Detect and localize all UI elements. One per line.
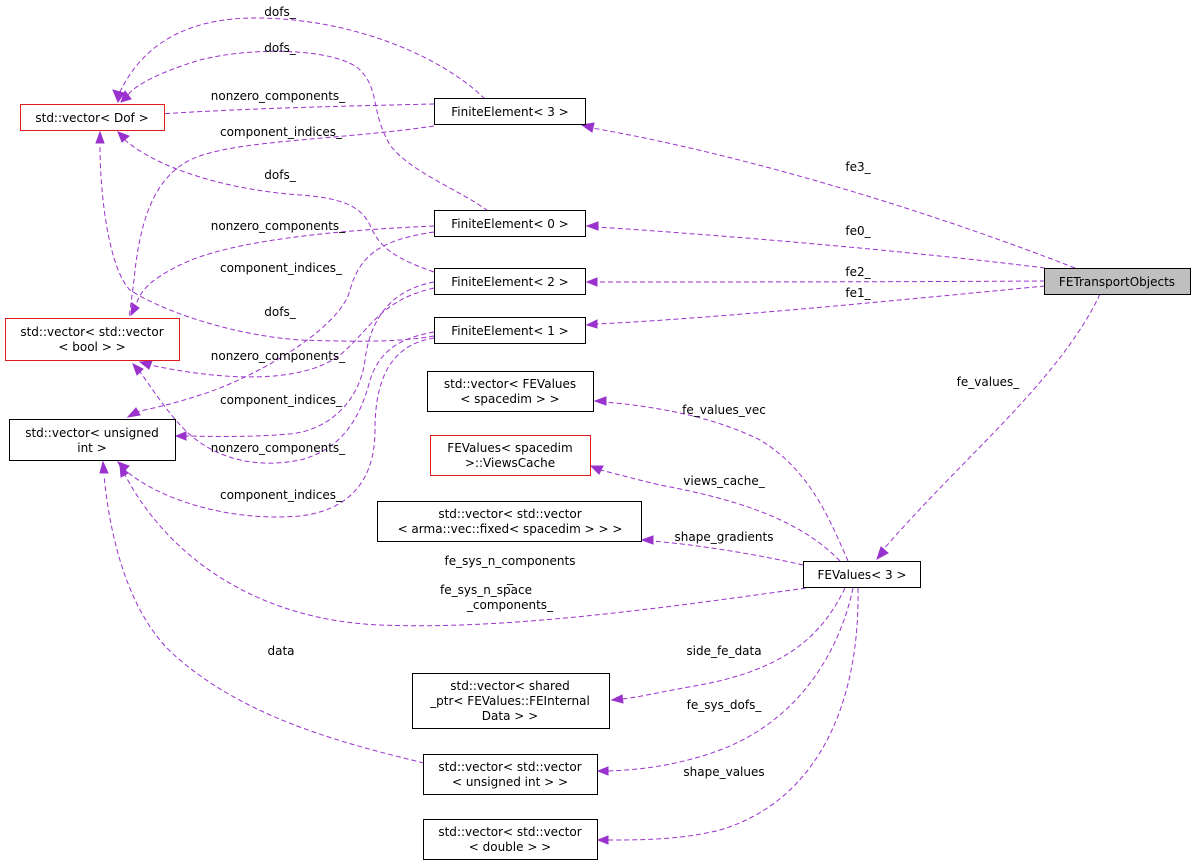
svg-text:int >: int > [77,441,107,455]
svg-text:FiniteElement< 1 >: FiniteElement< 1 > [451,324,568,338]
svg-text:std::vector< std::vector: std::vector< std::vector [438,507,581,521]
svg-text:< spacedim > >: < spacedim > > [460,392,559,406]
svg-text:< unsigned int > >: < unsigned int > > [452,775,568,789]
node-std-vector-fevalues[interactable]: std::vector< FEValues < spacedim > > [427,371,594,412]
node-std-vector-dof[interactable]: std::vector< Dof > [20,104,165,131]
svg-text:_ptr< FEValues::FEInternal: _ptr< FEValues::FEInternal [429,694,590,708]
node-std-vector-shared-ptr[interactable]: std::vector< shared _ptr< FEValues::FEIn… [412,673,610,729]
svg-text:fe1_: fe1_ [845,286,871,300]
node-std-vector-arma-vec[interactable]: std::vector< std::vector < arma::vec::fi… [377,501,642,542]
svg-text:dofs_: dofs_ [264,305,296,319]
node-finite-element-0[interactable]: FiniteElement< 0 > [434,210,586,237]
node-std-vector-vector-double[interactable]: std::vector< std::vector < double > > [423,819,598,860]
edge-fe2: fe2_ [585,265,1046,287]
svg-text:fe_sys_n_space: fe_sys_n_space [440,583,532,597]
svg-text:std::vector< FEValues: std::vector< FEValues [444,377,576,391]
svg-text:shape_values: shape_values [683,765,764,779]
edge-fe1-dofs: dofs_ [95,130,435,342]
svg-text:side_fe_data: side_fe_data [686,644,761,658]
edge-fe0-nonzero: nonzero_components_ [130,219,435,317]
svg-text:fe0_: fe0_ [845,224,871,238]
edge-fe2-component: component_indices_ [174,281,435,441]
node-std-vector-unsigned-int[interactable]: std::vector< unsigned int > [9,419,176,461]
svg-text:fe2_: fe2_ [845,265,871,279]
svg-text:FEValues< spacedim: FEValues< spacedim [447,441,572,455]
svg-text:shape_gradients: shape_gradients [674,530,773,544]
edge-fe-values-vec: fe_values_vec [593,396,849,562]
svg-text:data: data [267,644,294,658]
edge-shape-gradients: shape_gradients [640,530,804,566]
svg-text:nonzero_components_: nonzero_components_ [211,89,346,103]
svg-text:std::vector< Dof >: std::vector< Dof > [35,111,148,125]
edge-fe3: fe3_ [580,122,1076,269]
svg-text:std::vector< shared: std::vector< shared [450,679,569,693]
svg-text:dofs_: dofs_ [264,5,296,19]
svg-text:component_indices_: component_indices_ [220,393,343,407]
svg-text:nonzero_components_: nonzero_components_ [211,441,346,455]
svg-text:_: _ [506,571,514,585]
svg-text:dofs_: dofs_ [264,41,296,55]
svg-text:< bool > >: < bool > > [58,340,125,354]
node-fevalues-3[interactable]: FEValues< 3 > [803,561,921,588]
svg-text:FiniteElement< 2 >: FiniteElement< 2 > [451,275,568,289]
svg-text:std::vector< std::vector: std::vector< std::vector [438,760,581,774]
svg-text:fe_sys_dofs_: fe_sys_dofs_ [687,698,763,712]
svg-text:fe3_: fe3_ [845,160,871,174]
node-fe-transport-objects[interactable]: FETransportObjects [1044,268,1191,295]
edge-fe-sys-n: fe_sys_n_components _ fe_sys_n_space _co… [119,463,807,627]
edge-fe1-nonzero: nonzero_components_ [132,331,435,464]
edge-shape-values: shape_values [596,587,859,845]
svg-text:FETransportObjects: FETransportObjects [1059,275,1175,289]
svg-text:nonzero_components_: nonzero_components_ [211,349,346,363]
edge-data: data [99,460,425,764]
node-fevalues-viewscache[interactable]: FEValues< spacedim >::ViewsCache [430,435,591,476]
svg-text:fe_values_vec: fe_values_vec [682,403,766,417]
svg-text:< double > >: < double > > [469,840,552,854]
svg-text:Data > >: Data > > [482,709,538,723]
svg-text:FiniteElement< 0 >: FiniteElement< 0 > [451,217,568,231]
node-std-vector-vector-unsigned-int[interactable]: std::vector< std::vector < unsigned int … [423,754,598,795]
svg-text:component_indices_: component_indices_ [220,261,343,275]
edge-fe-sys-dofs: fe_sys_dofs_ [596,587,854,776]
svg-text:component_indices_: component_indices_ [220,488,343,502]
edge-fe1: fe1_ [585,285,1046,329]
svg-text:component_indices_: component_indices_ [220,125,343,139]
svg-text:std::vector< std::vector: std::vector< std::vector [20,325,163,339]
svg-text:FEValues< 3 >: FEValues< 3 > [817,568,906,582]
edge-side-fe-data: side_fe_data [610,587,846,704]
svg-text:std::vector< std::vector: std::vector< std::vector [438,825,581,839]
svg-text:views_cache_: views_cache_ [683,474,765,488]
edge-views-cache: views_cache_ [589,465,841,562]
svg-text:std::vector< unsigned: std::vector< unsigned [25,426,159,440]
svg-text:FiniteElement< 3 >: FiniteElement< 3 > [451,105,568,119]
svg-text:>::ViewsCache: >::ViewsCache [465,456,555,470]
edge-fe3-dofs: dofs_ [112,5,486,104]
edge-fe2-dofs: dofs_ [117,131,435,273]
svg-text:nonzero_components_: nonzero_components_ [211,219,346,233]
svg-text:fe_values_: fe_values_ [957,375,1021,389]
edge-fe-values: fe_values_ [876,293,1101,561]
edge-fe0: fe0_ [585,221,1046,269]
node-std-vector-vector-bool[interactable]: std::vector< std::vector < bool > > [5,318,180,361]
svg-text:< arma::vec::fixed< spacedim >: < arma::vec::fixed< spacedim > > > [398,522,623,536]
edge-fe0-dofs: dofs_ [120,41,489,212]
node-finite-element-2[interactable]: FiniteElement< 2 > [434,268,586,295]
svg-text:_components_: _components_ [466,598,554,612]
svg-text:dofs_: dofs_ [264,168,296,182]
edge-fe2-nonzero: nonzero_components_ [138,287,435,378]
svg-text:fe_sys_n_components: fe_sys_n_components [445,554,576,568]
edge-fe0-component: component_indices_ [126,231,435,418]
edge-fe3-nonzero: nonzero_components_ [150,89,435,119]
node-finite-element-1[interactable]: FiniteElement< 1 > [434,317,586,344]
node-finite-element-3[interactable]: FiniteElement< 3 > [434,98,586,125]
